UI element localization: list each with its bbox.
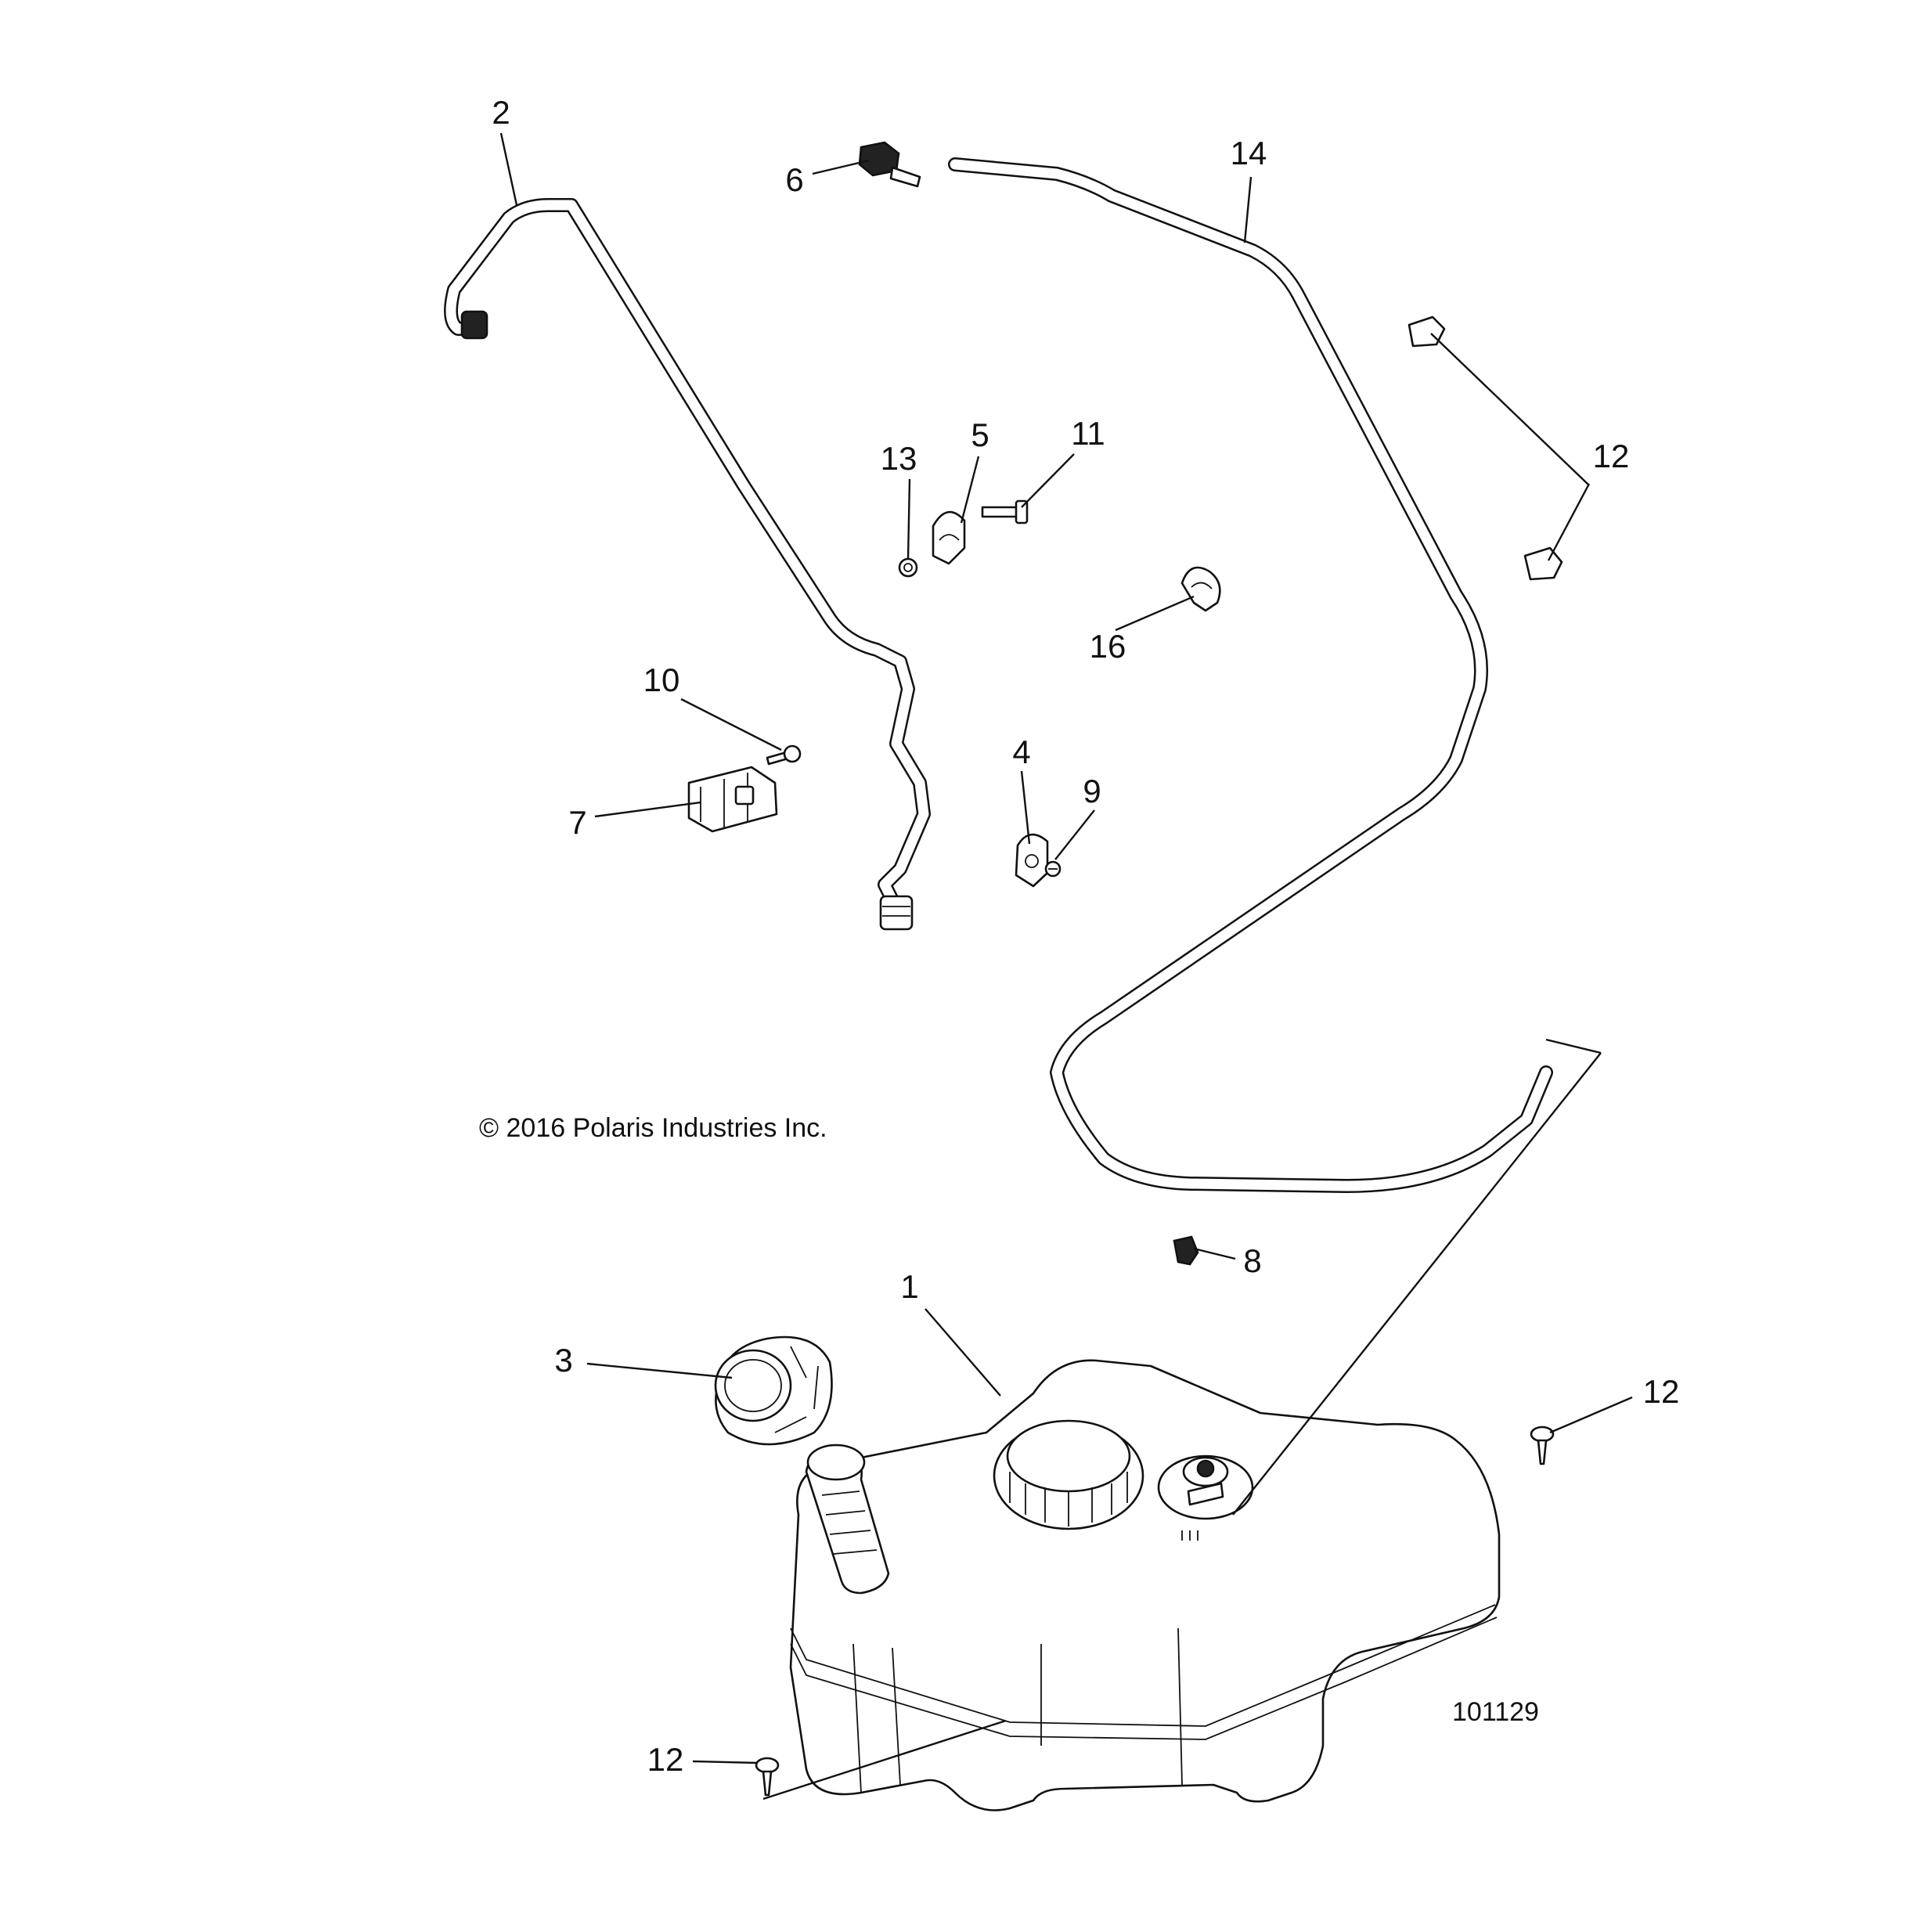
connector-part-14-lower[interactable] [1523,546,1563,581]
callout-1: 1 [900,1268,918,1305]
bracket-part-7[interactable] [687,766,778,833]
bolt-part-11[interactable] [981,499,1029,524]
fuel-cap-part-3[interactable] [714,1335,833,1446]
nut-part-13[interactable] [898,557,918,578]
callout-16: 16 [1090,628,1126,665]
elbow-connector-part-6[interactable] [858,141,921,188]
callout-15: 14 [1231,135,1267,171]
leader-lines [499,132,1633,1800]
callout-9: 9 [1083,773,1101,809]
callout-13: 13 [881,440,917,477]
callout-12-left: 12 [647,1741,684,1778]
screw-part-10[interactable] [766,744,802,766]
diagram-id: 101129 [1452,1697,1539,1727]
fuel-tank-part-1[interactable] [789,1359,1501,1811]
fuel-hose-part-15[interactable] [948,157,1553,1193]
clip-part-8[interactable] [1173,1235,1199,1266]
callout-7: 7 [568,804,586,841]
hose-clip-part-16[interactable] [1180,566,1221,612]
callout-3: 3 [554,1342,572,1379]
callout-5: 5 [971,416,989,453]
callout-11: 11 [1071,415,1105,452]
callout-2: 2 [492,94,510,131]
callout-8: 8 [1243,1242,1261,1279]
push-rivet-part-12-left[interactable] [755,1757,780,1797]
callout-6: 6 [785,161,803,198]
callout-4: 4 [1012,734,1030,770]
clamp-part-5[interactable] [932,510,966,565]
vent-hose-part-2[interactable] [444,198,931,931]
callout-12-right: 12 [1643,1373,1680,1410]
callout-labels: 2 6 14 5 11 13 12 16 10 7 4 9 8 1 3 12 1… [492,94,1679,1778]
clamp-part-4[interactable] [1015,833,1049,888]
callout-14: 12 [1593,438,1630,474]
copyright-notice: © 2016 Polaris Industries Inc. [479,1113,827,1143]
callout-10: 10 [643,661,680,698]
screw-part-9[interactable] [1044,860,1062,878]
push-rivet-part-12-right[interactable] [1530,1426,1555,1465]
